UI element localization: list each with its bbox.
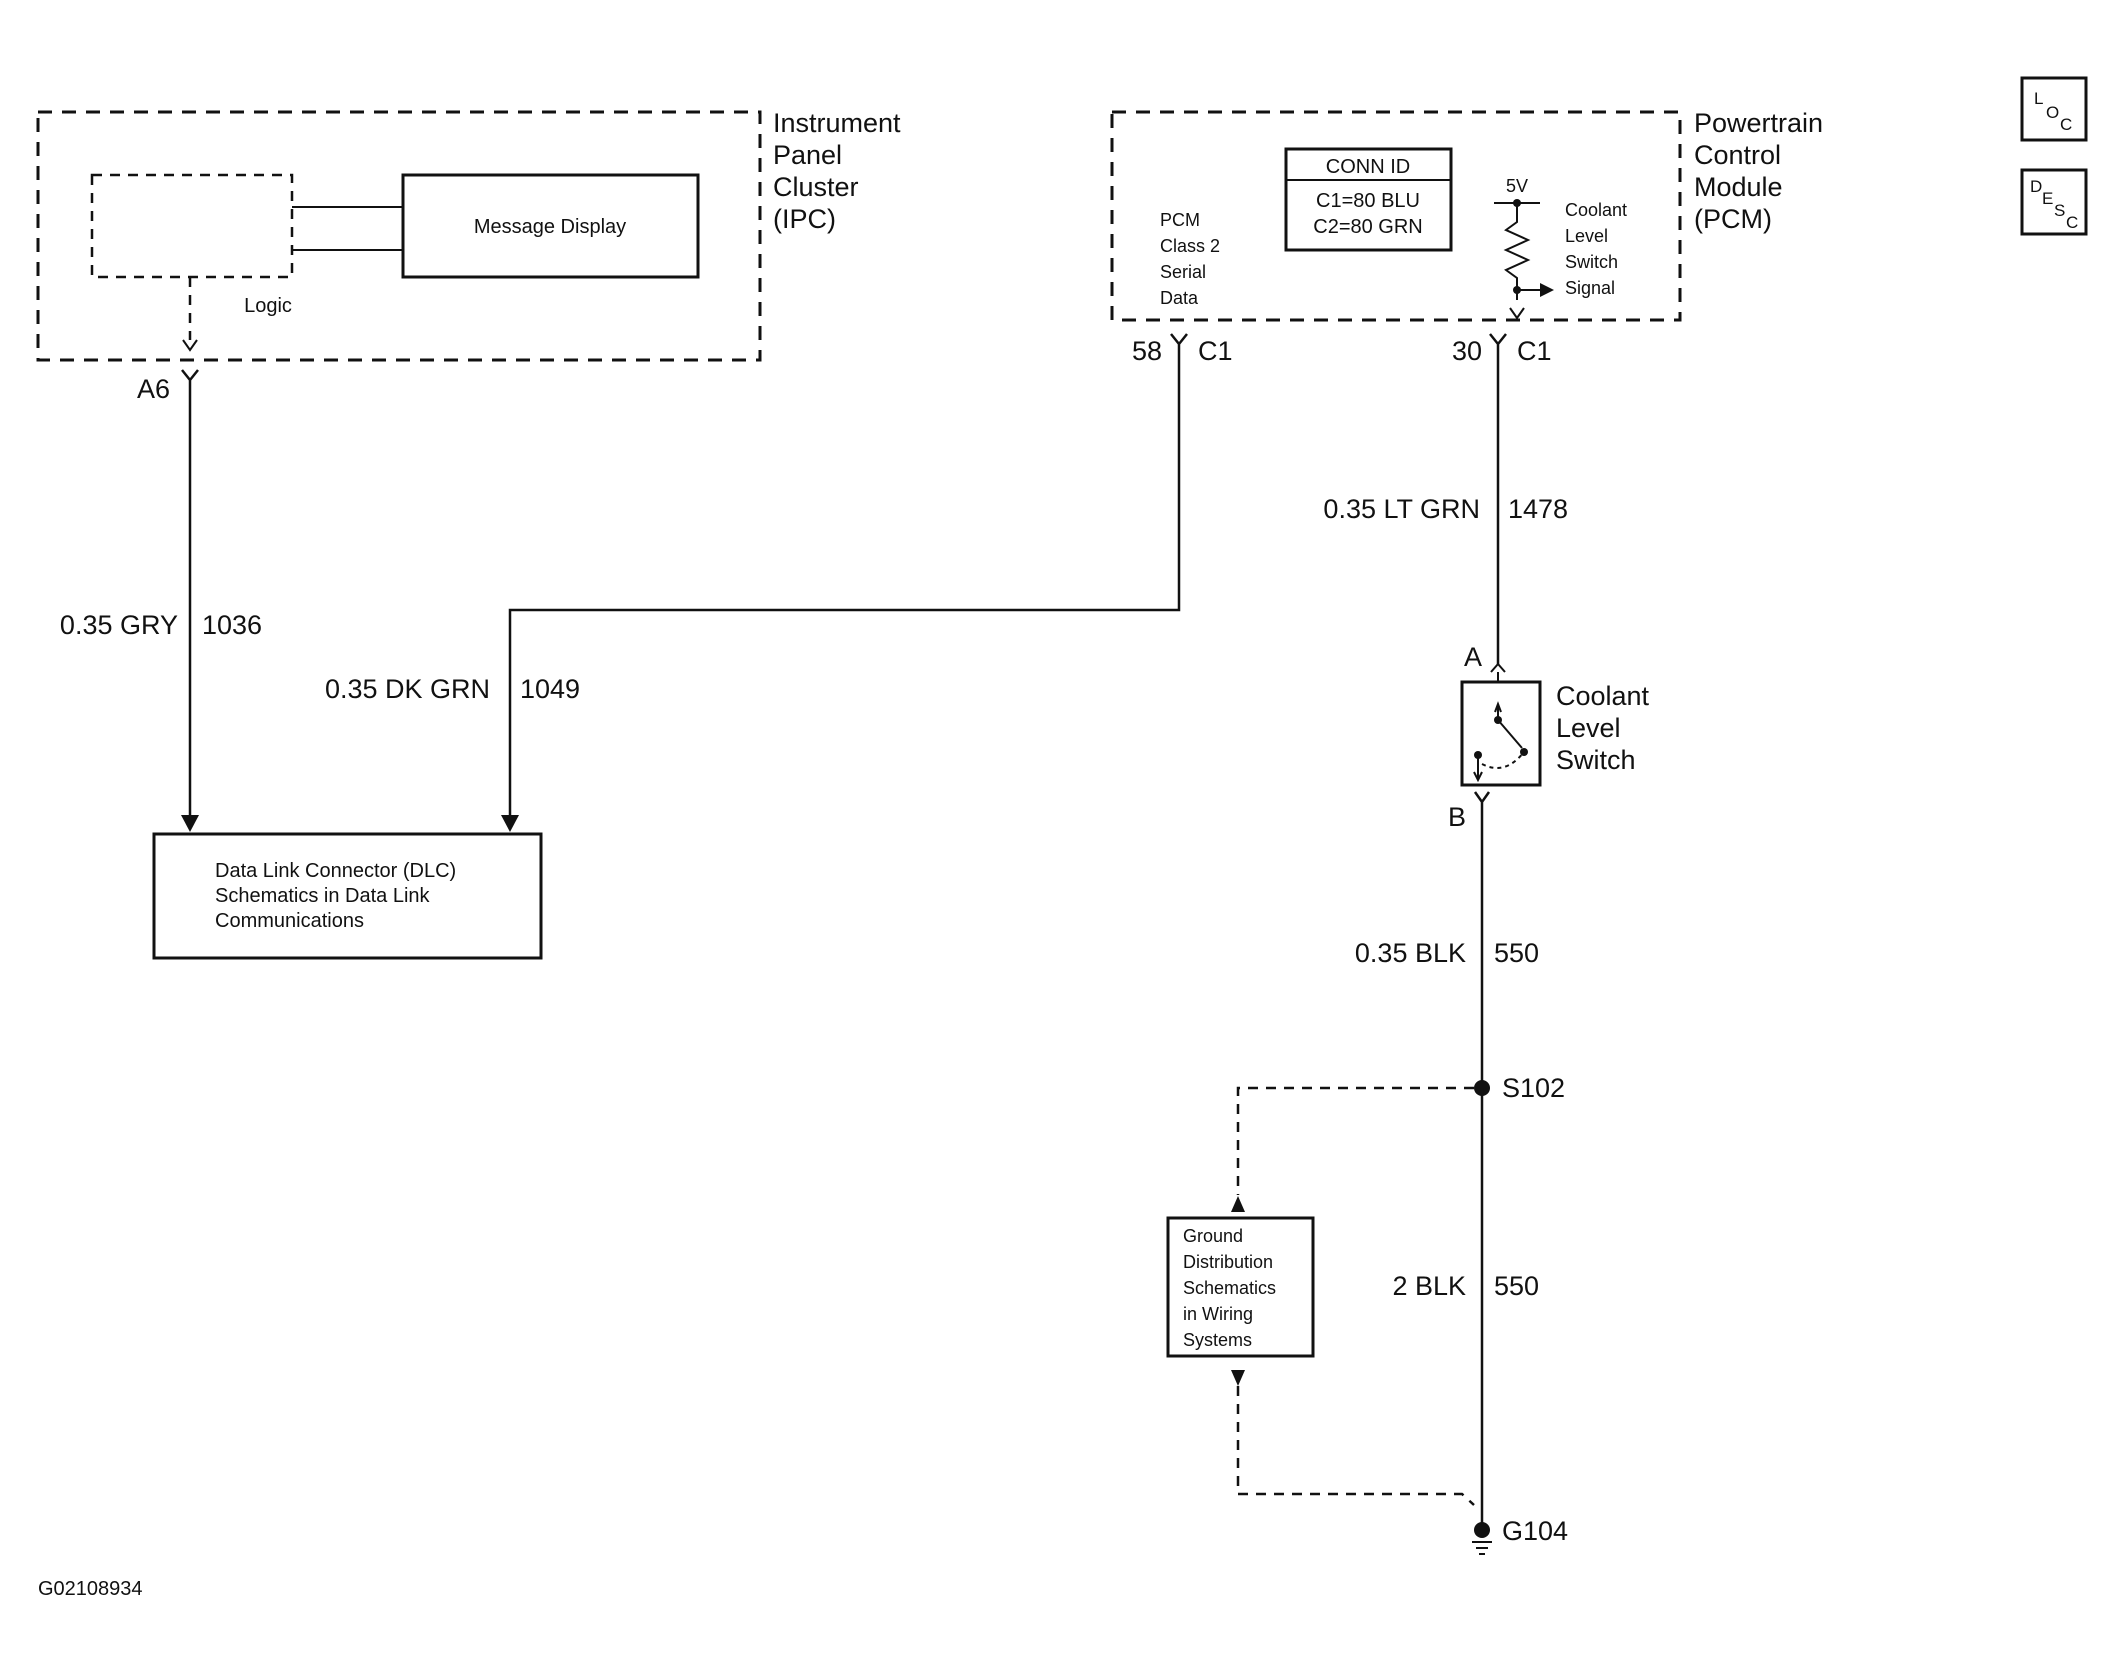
message-display-box — [401, 173, 700, 279]
logic-label: Logic — [244, 295, 292, 317]
conn-id-box — [1284, 147, 1453, 252]
ipc-title-line: (IPC) — [773, 204, 836, 234]
switch-pin-a: A — [1464, 642, 1482, 672]
ipc-boundary — [36, 110, 762, 362]
pcm-boundary — [1110, 110, 1682, 322]
pin-30-label: 30 — [1452, 336, 1482, 366]
message-display-label: Message Display — [474, 216, 626, 238]
ipc-pin-arrow — [182, 339, 198, 352]
connector-30-symbol — [1489, 333, 1507, 368]
pull-up-resistor — [1503, 203, 1531, 300]
ground-dist-line: Systems — [1183, 1330, 1252, 1350]
pcm-serial-label: PCM — [1160, 210, 1200, 230]
pcm-title-line: Module — [1694, 172, 1783, 202]
ground-icon — [1472, 1541, 1492, 1555]
ipc-title-line: Cluster — [773, 172, 859, 202]
pin-58-conn: C1 — [1198, 336, 1233, 366]
loc-letter: L — [2034, 89, 2043, 108]
switch-title-line: Switch — [1556, 745, 1636, 775]
connector-a6-symbol — [181, 369, 199, 390]
wire-1478-gauge: 0.35 LT GRN — [1323, 494, 1480, 524]
ground-dist-arrow-down — [1231, 1370, 1245, 1386]
signal-arrow — [1540, 283, 1554, 297]
switch-pin-a-arrow — [1490, 662, 1506, 673]
dlc-reference-box — [152, 832, 543, 960]
desc-letter: S — [2054, 201, 2065, 220]
pin-a6-label: A6 — [137, 374, 170, 404]
pcm-signal-label: Signal — [1565, 278, 1615, 298]
wire-1036-circuit: 1036 — [202, 610, 262, 640]
voltage-label: 5V — [1506, 176, 1528, 196]
pcm-serial-label: Serial — [1160, 262, 1206, 282]
wire-550-ground-circuit: 550 — [1494, 1271, 1539, 1301]
ground-dist-line: Schematics — [1183, 1278, 1276, 1298]
pcm-signal-label: Switch — [1565, 252, 1618, 272]
ground-dist-line: Distribution — [1183, 1252, 1273, 1272]
desc-letter: D — [2030, 177, 2042, 196]
pcm-title-line: Powertrain — [1694, 108, 1823, 138]
location-icon[interactable]: L O C — [2020, 76, 2088, 142]
dlc-line: Data Link Connector (DLC) — [215, 860, 456, 882]
ground-dist-line: Ground — [1183, 1226, 1243, 1246]
switch-pin-b: B — [1448, 802, 1466, 832]
pcm-title-line: Control — [1694, 140, 1781, 170]
wire-550-gauge: 0.35 BLK — [1355, 938, 1466, 968]
wire-1036-gauge: 0.35 GRY — [60, 610, 178, 640]
conn-id-line: C1=80 BLU — [1316, 190, 1420, 212]
desc-letter: E — [2042, 189, 2053, 208]
switch-pin-b-symbol — [1473, 791, 1491, 815]
loc-letter: C — [2060, 115, 2072, 134]
pin-58-label: 58 — [1132, 336, 1162, 366]
ground-g104-dot — [1474, 1522, 1490, 1538]
connector-58-symbol — [1170, 333, 1188, 368]
arrow-to-dlc — [501, 815, 519, 832]
ipc-title-line: Instrument — [773, 108, 901, 138]
pcm-title-line: (PCM) — [1694, 204, 1772, 234]
wire-1049-circuit: 1049 — [520, 674, 580, 704]
conn-id-title: CONN ID — [1326, 156, 1410, 178]
description-icon[interactable]: D E S C — [2020, 168, 2088, 236]
ground-dist-line: in Wiring — [1183, 1304, 1253, 1324]
wire-550-circuit: 550 — [1494, 938, 1539, 968]
ipc-logic-block — [90, 173, 294, 279]
desc-letter: C — [2066, 213, 2078, 232]
splice-s102-label: S102 — [1502, 1073, 1565, 1103]
switch-contact — [1497, 719, 1523, 749]
switch-title-line: Coolant — [1556, 681, 1650, 711]
pcm-module: CONN ID C1=80 BLU C2=80 GRN PCM Class 2 … — [1110, 108, 1823, 322]
dlc-line: Schematics in Data Link — [215, 885, 431, 907]
loc-letter: O — [2046, 103, 2059, 122]
pcm-serial-label: Class 2 — [1160, 236, 1220, 256]
pcm-pin-arrow — [1509, 307, 1525, 320]
wire-1478-circuit: 1478 — [1508, 494, 1568, 524]
pcm-signal-label: Coolant — [1565, 200, 1627, 220]
wire-1049 — [508, 368, 1181, 815]
ground-dist-lead-bottom — [1236, 1386, 1475, 1506]
ipc-title-line: Panel — [773, 140, 842, 170]
ground-dist-arrow-up — [1231, 1196, 1245, 1212]
wire-1049-gauge: 0.35 DK GRN — [325, 674, 490, 704]
ground-dist-lead-top — [1236, 1086, 1474, 1195]
wire-550-ground-gauge: 2 BLK — [1392, 1271, 1466, 1301]
coolant-level-switch-box — [1460, 680, 1542, 787]
conn-id-line: C2=80 GRN — [1313, 216, 1423, 238]
arrow-to-dlc — [181, 815, 199, 832]
pin-30-conn: C1 — [1517, 336, 1552, 366]
switch-title-line: Level — [1556, 713, 1621, 743]
dlc-line: Communications — [215, 910, 364, 932]
pcm-signal-label: Level — [1565, 226, 1608, 246]
ground-distribution-box — [1166, 1216, 1315, 1358]
ground-g104-label: G104 — [1502, 1516, 1568, 1546]
pcm-serial-label: Data — [1160, 288, 1199, 308]
ipc-module: Message Display Logic Instrument Panel C… — [36, 108, 901, 362]
figure-id: G02108934 — [38, 1578, 143, 1600]
